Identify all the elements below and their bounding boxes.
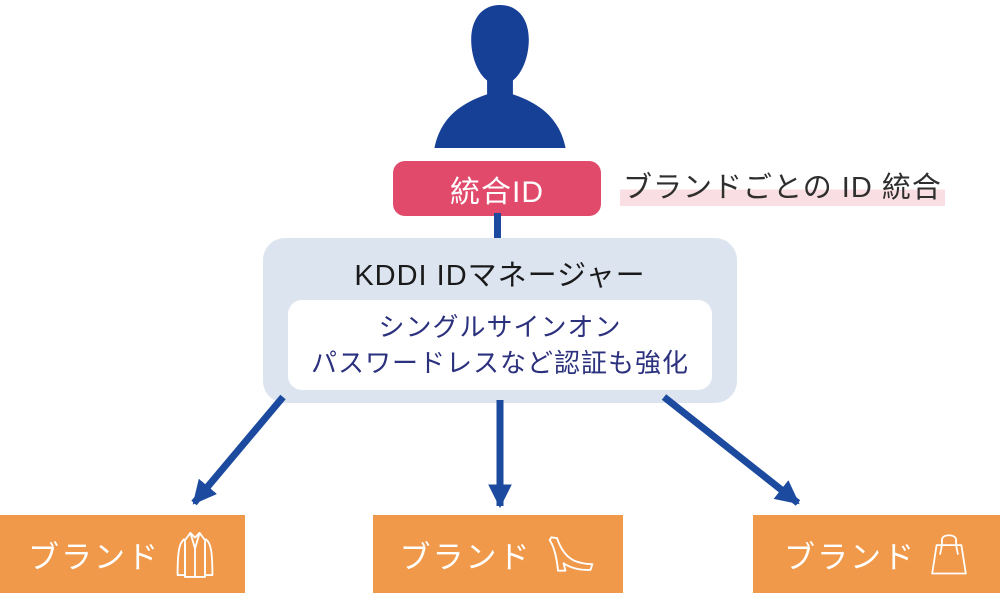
arrow-right <box>661 394 801 506</box>
brand-label-1: ブランド <box>28 539 160 575</box>
tote-bag-icon <box>931 534 967 575</box>
arrow-left <box>191 394 286 506</box>
high-heel-icon <box>548 536 593 572</box>
brand-box-1: ブランド <box>0 515 245 593</box>
brand-label-3: ブランド <box>784 539 916 575</box>
side-note: ブランドごとの ID 統合 <box>620 167 945 209</box>
flow-arrows <box>191 394 801 509</box>
brand-box-3: ブランド <box>753 515 1000 593</box>
jacket-icon <box>176 532 214 578</box>
brand-label-2: ブランド <box>399 539 532 575</box>
brand-box-2: ブランド <box>373 515 623 593</box>
features-box: シングルサインオン パスワードレスなど認証も強化 <box>288 300 712 390</box>
kddi-id-manager-box: KDDI IDマネージャー シングルサインオン パスワードレスなど認証も強化 <box>263 238 737 403</box>
badge-connector-line <box>494 213 501 241</box>
feature-line-2: パスワードレスなど認証も強化 <box>310 348 689 378</box>
integrated-id-label: 統合ID <box>450 175 544 209</box>
side-note-text: ブランドごとの ID 統合 <box>620 172 945 206</box>
integrated-id-badge: 統合ID <box>393 161 601 216</box>
manager-title: KDDI IDマネージャー <box>354 260 646 292</box>
person-icon <box>434 4 566 148</box>
feature-line-1: シングルサインオン <box>378 312 622 342</box>
